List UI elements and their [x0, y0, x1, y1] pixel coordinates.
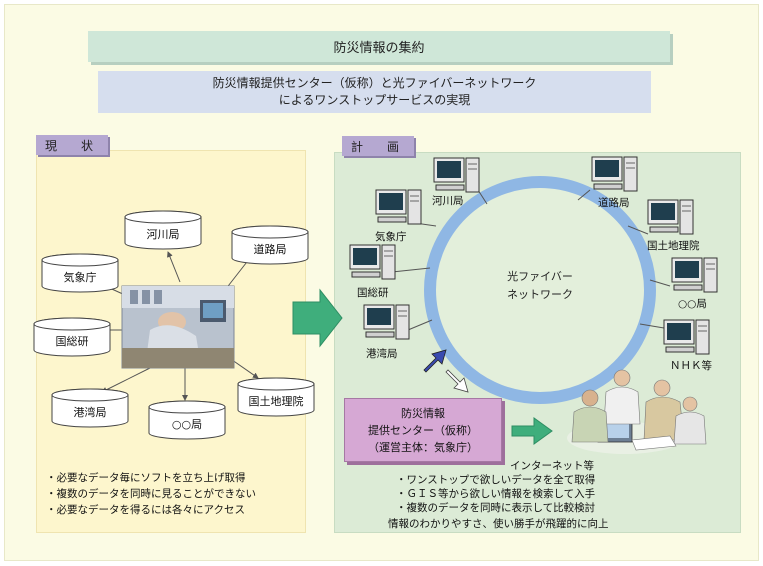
title-banner: 防災情報の集約 — [88, 31, 670, 62]
drum-label-doro: 道路局 — [253, 243, 287, 256]
node-label-marumaru: ○○局 — [678, 298, 707, 310]
page-title: 防災情報の集約 — [333, 41, 425, 56]
current-notes: ・必要なデータ毎にソフトを立ち上げ取得 ・複数のデータを同時に見ることができない… — [46, 470, 256, 518]
subtitle-line-1: 防災情報提供センター（仮称）と光ファイバーネットワーク — [212, 76, 537, 90]
fiber-network-label-line-1: 光ファイバー — [507, 270, 573, 283]
node-label-kowan: 港湾局 — [366, 348, 398, 360]
drum-label-kokudo: 国土地理院 — [248, 395, 304, 408]
download-arrow — [445, 369, 469, 393]
person-at-desk-illustration — [121, 285, 235, 369]
users-group-illustration — [567, 369, 707, 454]
plan-note-2: ・ＧＩＳ等から欲しい情報を検索して入手 — [396, 488, 596, 500]
center-box-line-2: 提供センター（仮称） — [368, 423, 478, 437]
center-box-line-3: （運営主体：気象庁） — [368, 440, 478, 454]
internet-label: インターネット等 — [510, 460, 594, 472]
drum-label-kisho: 気象庁 — [63, 271, 97, 284]
fiber-network-label-line-2: ネットワーク — [507, 288, 573, 301]
current-note-1: ・必要なデータ毎にソフトを立ち上げ取得 — [46, 472, 246, 484]
disaster-info-center-box: 防災情報 提供センター（仮称） （運営主体：気象庁） — [344, 398, 502, 462]
node-label-doro: 道路局 — [598, 197, 630, 209]
plan-label-text: 計 画 — [350, 139, 405, 154]
current-state-label: 現 状 — [36, 135, 108, 155]
subtitle-line-2: によるワンストップサービスの実現 — [278, 93, 471, 107]
drum-label-kowan: 港湾局 — [73, 406, 107, 419]
drum-label-marumaru: ○○局 — [171, 418, 203, 431]
node-label-kokudo: 国土地理院 — [647, 240, 700, 252]
fiber-network-label: 光ファイバー ネットワーク — [480, 266, 600, 306]
fiber-network-ring — [424, 176, 656, 404]
plan-conclusion: 情報のわかりやすさ、使い勝手が飛躍的に向上 — [388, 518, 609, 530]
center-box-line-1: 防災情報 — [401, 406, 445, 420]
drum-label-kasen: 河川局 — [146, 228, 180, 241]
node-label-kisho: 気象庁 — [375, 231, 407, 243]
upload-arrow — [423, 349, 447, 373]
node-label-nhk: ＮＨＫ等 — [670, 360, 712, 372]
plan-note-1: ・ワンストップで欲しいデータを全て取得 — [396, 474, 596, 486]
current-state-label-text: 現 状 — [44, 138, 99, 153]
node-label-kokusoken: 国総研 — [357, 287, 389, 299]
plan-note-3: ・複数のデータを同時に表示して比較検討 — [396, 502, 596, 514]
drum-label-kokusoken: 国総研 — [55, 335, 89, 348]
current-note-2: ・複数のデータを同時に見ることができない — [46, 488, 256, 500]
transition-arrow — [292, 288, 343, 348]
current-note-3: ・必要なデータを得るには各々にアクセス — [46, 504, 245, 516]
delivery-arrow — [511, 417, 553, 445]
subtitle-banner: 防災情報提供センター（仮称）と光ファイバーネットワーク によるワンストップサービ… — [98, 71, 651, 113]
plan-notes: ・ワンストップで欲しいデータを全て取得 ・ＧＩＳ等から欲しい情報を検索して入手 … — [396, 473, 595, 515]
node-label-kasen: 河川局 — [432, 195, 464, 207]
plan-label: 計 画 — [342, 136, 414, 156]
